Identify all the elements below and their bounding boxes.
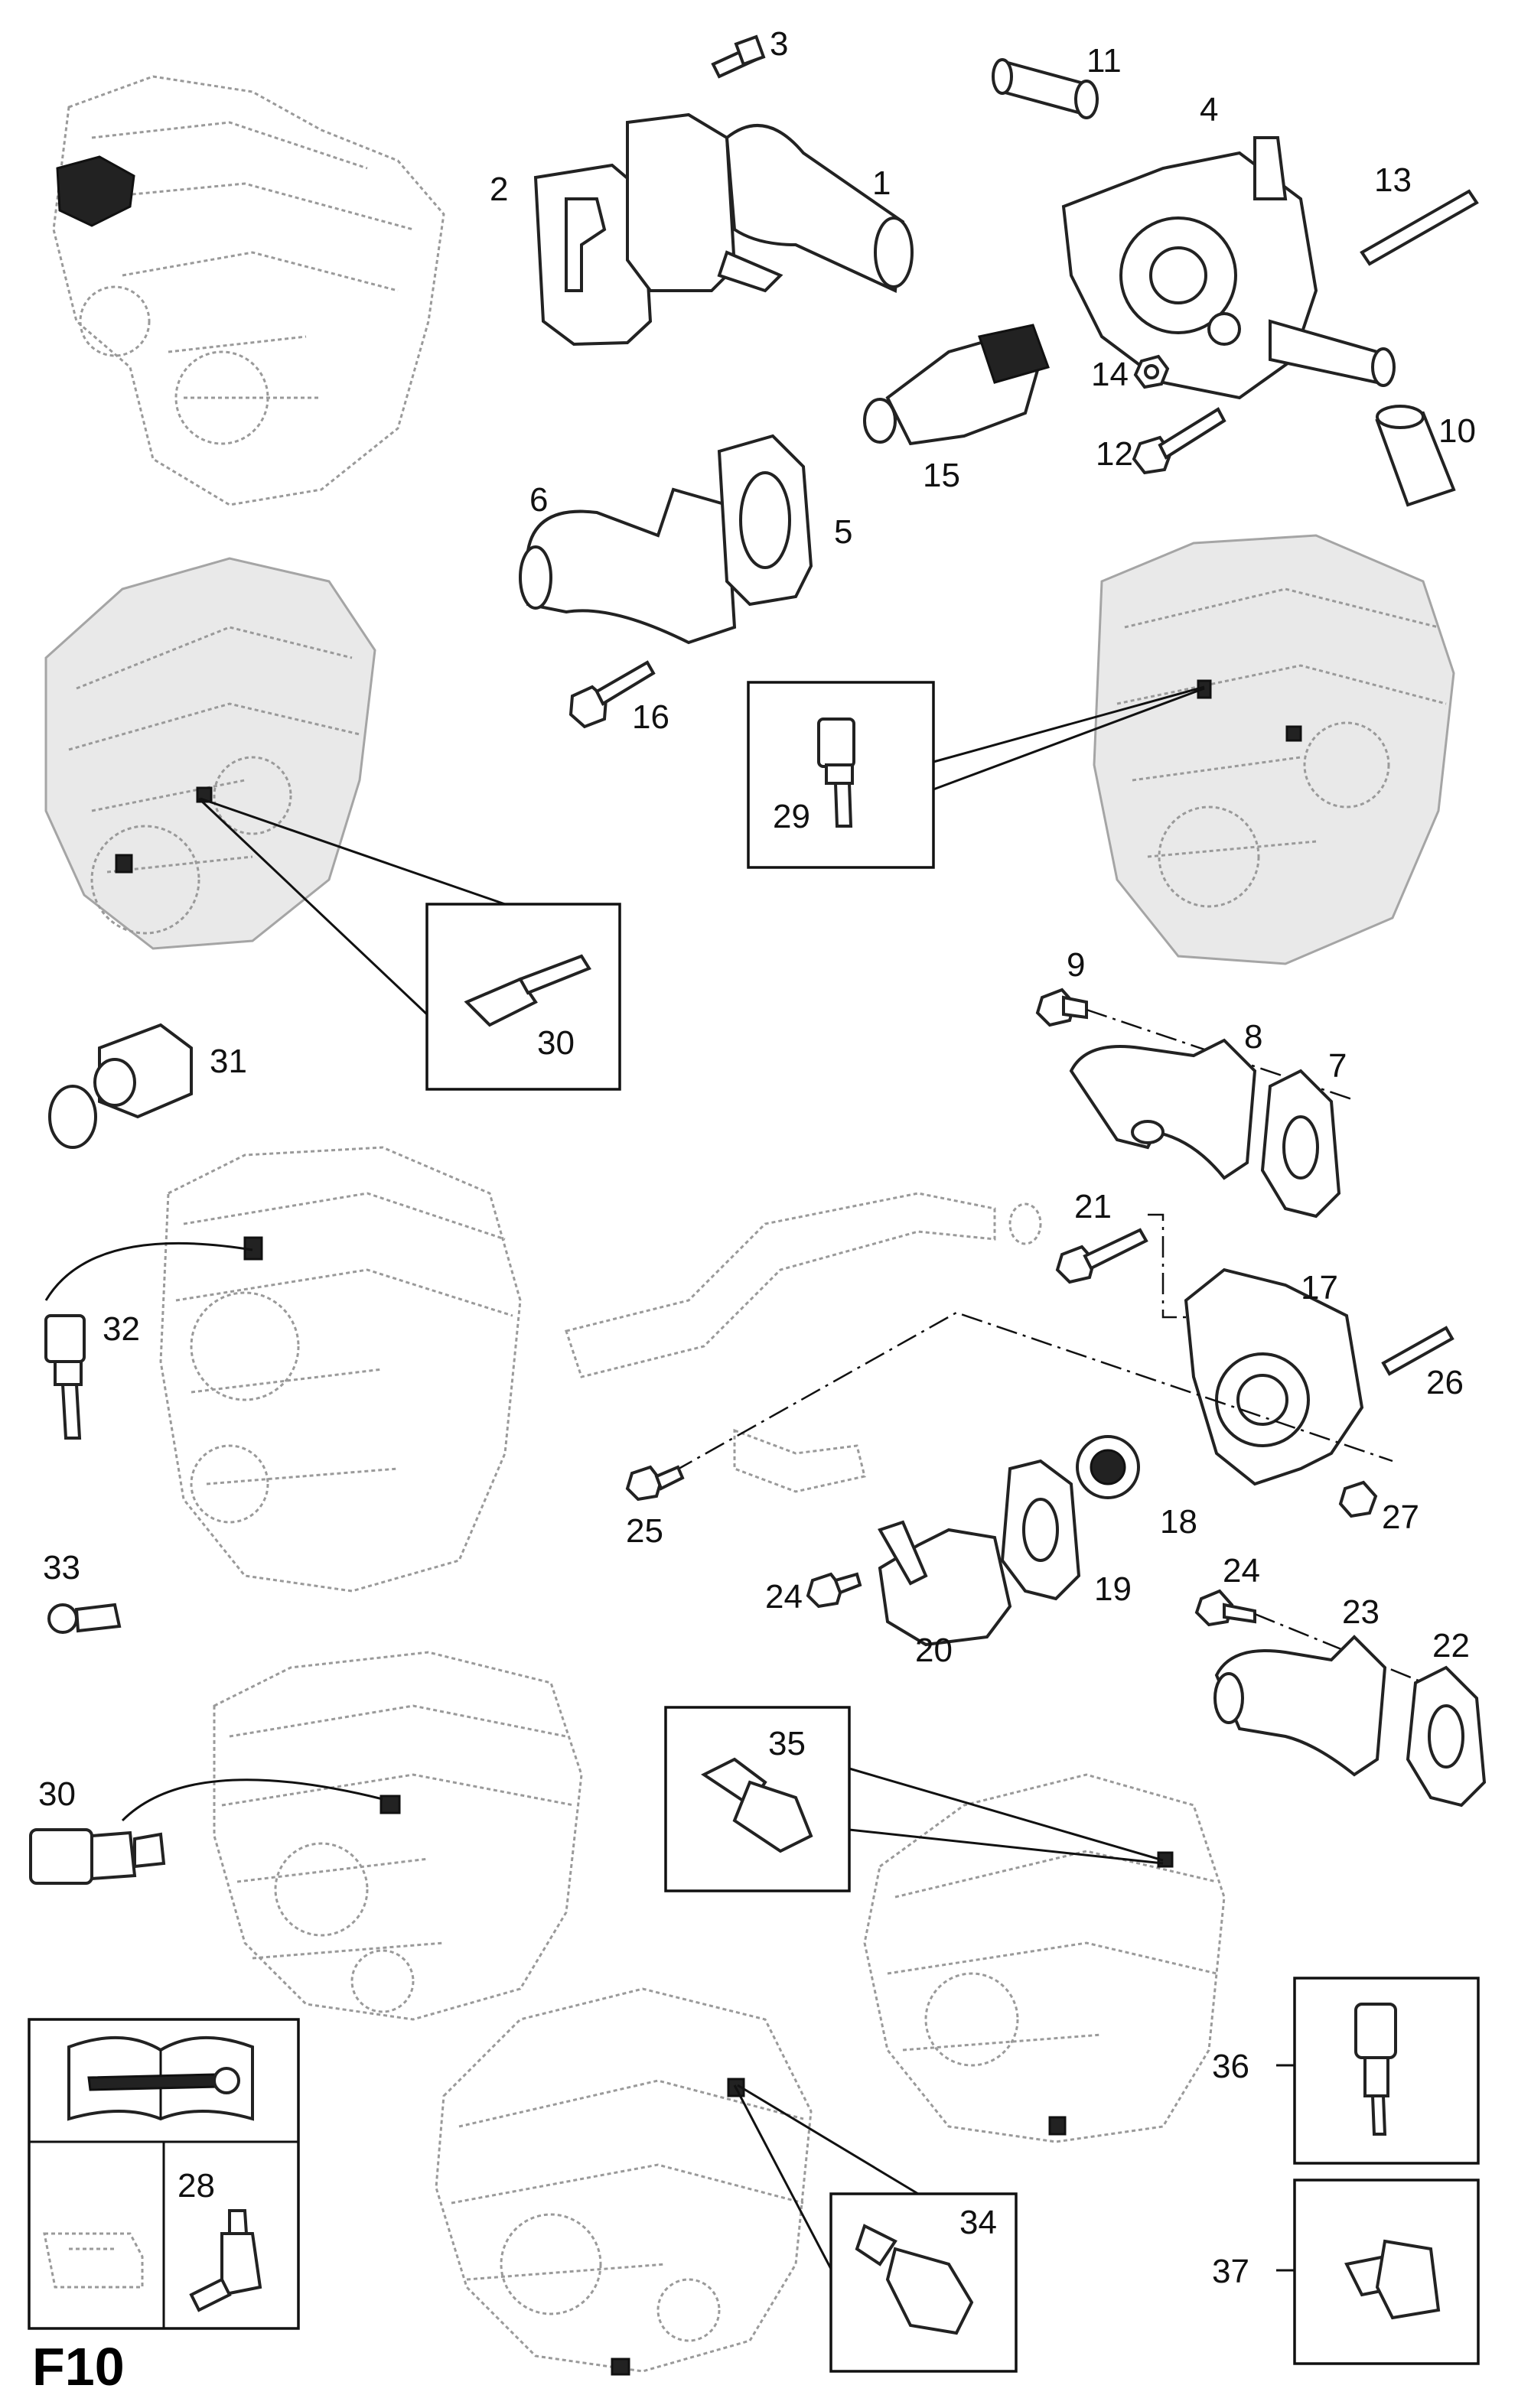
- callout-19: 19: [1094, 1570, 1132, 1608]
- part-32-temperature-sensor: [44, 1314, 86, 1440]
- leader-34: [733, 2084, 919, 2270]
- figure-id: F10: [32, 2337, 125, 2397]
- callout-6: 6: [529, 481, 548, 519]
- part-8-elbow: [1069, 1038, 1257, 1180]
- part-26-stud: [1381, 1326, 1454, 1376]
- callout-7: 7: [1328, 1047, 1347, 1085]
- part-24-bolt-left: [806, 1572, 862, 1609]
- engine-illustration-top-left: [52, 75, 445, 506]
- callout-34: 34: [959, 2204, 997, 2241]
- part-1-thermostat-housing: [626, 112, 914, 293]
- callout-14: 14: [1091, 356, 1129, 393]
- callout-35: 35: [768, 1725, 806, 1762]
- callout-24: 24: [765, 1578, 803, 1616]
- engine-illustration-right-2: [1093, 534, 1455, 965]
- callout-29: 29: [773, 798, 810, 835]
- part-21-bolt: [1055, 1228, 1148, 1284]
- part-11-hose-connector: [992, 58, 1099, 119]
- callout-labels: 1 2 3 4 5 6 7 8 9 10 11 12 13 14 15 16 1…: [38, 25, 1476, 2290]
- callout-16: 16: [632, 698, 669, 736]
- part-12-bolt: [1132, 407, 1226, 475]
- engine-illustration-left-4: [213, 1651, 583, 2021]
- part-19-gasket: [1000, 1459, 1081, 1601]
- leader-32-arrow: [44, 1241, 253, 1301]
- part-6-elbow: [519, 487, 737, 645]
- callout-8: 8: [1244, 1018, 1262, 1056]
- callout-30: 30: [38, 1775, 76, 1813]
- callout-31: 31: [210, 1043, 247, 1080]
- callout-27: 27: [1382, 1498, 1419, 1536]
- callout-22: 22: [1432, 1627, 1470, 1664]
- callout-26: 26: [1426, 1364, 1464, 1401]
- leader-35: [849, 1767, 1164, 1865]
- coolant-pipe-ghost: [565, 1192, 1042, 1493]
- manual-book-wrench-icon: [67, 2036, 254, 2121]
- part-36-temperature-sensor: [1354, 2003, 1397, 2136]
- callout-12: 12: [1096, 435, 1133, 473]
- callout-1: 1: [872, 164, 891, 202]
- leader-30-upper: [197, 797, 506, 1016]
- part-17-thermostat-housing: [1184, 1267, 1364, 1486]
- callout-36: 36: [1212, 2048, 1249, 2085]
- callout-37: 37: [1212, 2253, 1249, 2290]
- part-34-temperature-sensor: [855, 2224, 974, 2335]
- part-4-water-pump-housing: [1061, 136, 1396, 400]
- callout-32: 32: [103, 1310, 140, 1348]
- part-13-stud: [1360, 189, 1479, 266]
- part-29-temperature-sensor: [817, 718, 855, 828]
- part-3-bolt: [711, 34, 766, 79]
- callout-28: 28: [178, 2167, 215, 2205]
- callout-25: 25: [626, 1512, 663, 1550]
- part-37-pressure-sensor: [1344, 2239, 1441, 2320]
- part-23-elbow: [1213, 1635, 1387, 1777]
- leader-29: [933, 685, 1205, 791]
- part-9-bolt: [1035, 988, 1088, 1027]
- oil-tray-icon: [43, 2232, 144, 2289]
- part-16-bolt: [568, 660, 656, 729]
- part-24-bolt-right: [1194, 1589, 1256, 1627]
- part-33-pressure-switch: [47, 1603, 122, 1634]
- callout-10: 10: [1438, 412, 1476, 450]
- part-14-nut: [1133, 354, 1170, 389]
- engine-illustration-left-3: [159, 1146, 522, 1593]
- part-10-hose-connector: [1375, 405, 1456, 507]
- engine-illustration-bottom-center: [435, 1987, 813, 2376]
- part-15-thermostat: [863, 324, 1050, 446]
- sealant-bottle-icon: [189, 2209, 262, 2312]
- callout-4: 4: [1200, 91, 1218, 129]
- part-35-pressure-switch: [701, 1757, 813, 1853]
- part-27-nut: [1338, 1480, 1378, 1518]
- part-20-thermostat-cover: [878, 1520, 1012, 1647]
- callout-21: 21: [1074, 1188, 1112, 1225]
- part-30-temperature-sensor-upper: [464, 954, 591, 1027]
- part-31-sensor-cap: [48, 1023, 193, 1149]
- callout-23: 23: [1342, 1593, 1380, 1631]
- callout-2: 2: [490, 171, 508, 208]
- callout-15: 15: [923, 457, 960, 494]
- axis-line-21: [1148, 1213, 1194, 1319]
- part-7-gasket: [1260, 1069, 1341, 1219]
- part-22-gasket: [1406, 1665, 1487, 1808]
- callout-11: 11: [1086, 42, 1122, 80]
- axis-line-25-27: [673, 1311, 1393, 1473]
- callout-30: 30: [537, 1024, 575, 1062]
- callout-3: 3: [770, 25, 788, 63]
- leader-30-lower-arrow: [121, 1778, 383, 1822]
- callout-9: 9: [1067, 946, 1085, 984]
- callout-20: 20: [915, 1632, 953, 1669]
- part-2-gasket: [533, 163, 653, 347]
- callout-5: 5: [834, 513, 852, 551]
- part-18-thermostat: [1076, 1435, 1140, 1499]
- part-30-temperature-sensor-lower: [29, 1828, 166, 1885]
- part-25-bolt: [625, 1465, 685, 1502]
- engine-illustration-right-4: [863, 1773, 1226, 2143]
- callout-18: 18: [1160, 1503, 1197, 1541]
- part-5-gasket: [717, 434, 813, 607]
- callout-13: 13: [1374, 161, 1412, 199]
- engine-illustration-left-2: [44, 557, 376, 950]
- callout-17: 17: [1301, 1269, 1338, 1307]
- callout-33: 33: [43, 1549, 80, 1586]
- callout-24: 24: [1223, 1552, 1260, 1590]
